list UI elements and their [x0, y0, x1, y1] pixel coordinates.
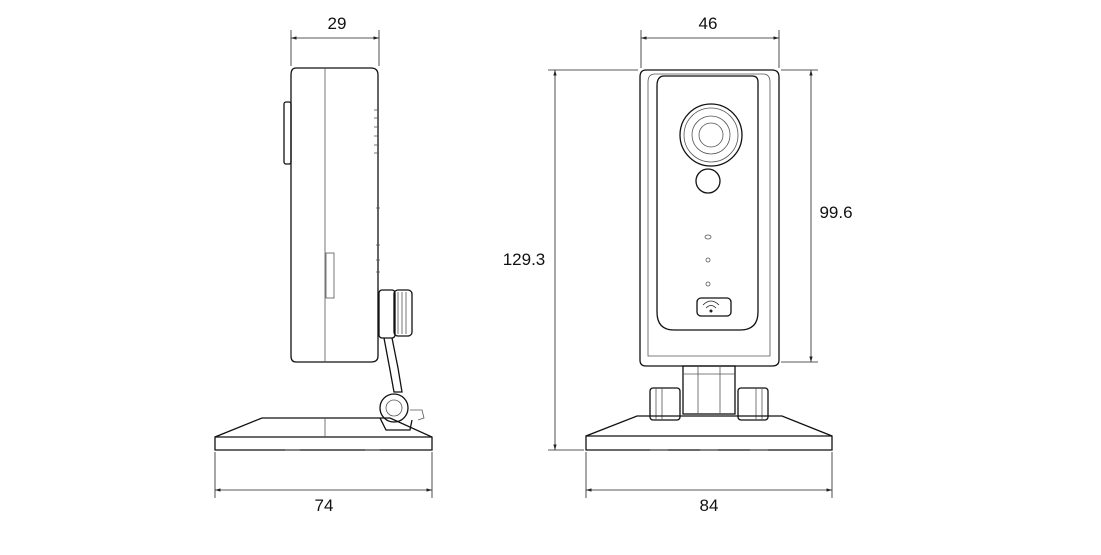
- side-base: [214, 417, 433, 451]
- front-body-height-dimension: 99.6: [781, 69, 853, 363]
- side-base-label: 74: [315, 496, 334, 515]
- wifi-button-icon: [696, 297, 732, 317]
- front-stand: [649, 365, 769, 421]
- front-total-height-label: 129.3: [503, 250, 546, 269]
- side-view: 29 74: [214, 14, 433, 515]
- front-total-height-dimension: 129.3: [503, 69, 638, 451]
- side-base-dimension: 74: [214, 452, 433, 515]
- front-camera-body: [639, 69, 780, 367]
- side-mount-arm: [378, 289, 425, 431]
- front-body-height-label: 99.6: [819, 203, 852, 222]
- side-depth-dimension: 29: [290, 14, 380, 66]
- side-depth-label: 29: [328, 14, 347, 33]
- lens-icon: [679, 103, 743, 167]
- microphone-hole-icon: [705, 257, 711, 263]
- light-sensor-icon: [695, 168, 721, 194]
- front-base-label: 84: [700, 496, 719, 515]
- front-width-label: 46: [699, 14, 718, 33]
- front-base: [585, 415, 833, 451]
- led-indicator-icon: [704, 234, 712, 240]
- status-dot-icon: [705, 281, 711, 287]
- side-camera-body: [283, 67, 380, 363]
- front-view: 46 129.3 99.6 84: [503, 14, 853, 515]
- front-width-dimension: 46: [640, 14, 780, 68]
- front-base-dimension: 84: [585, 452, 833, 515]
